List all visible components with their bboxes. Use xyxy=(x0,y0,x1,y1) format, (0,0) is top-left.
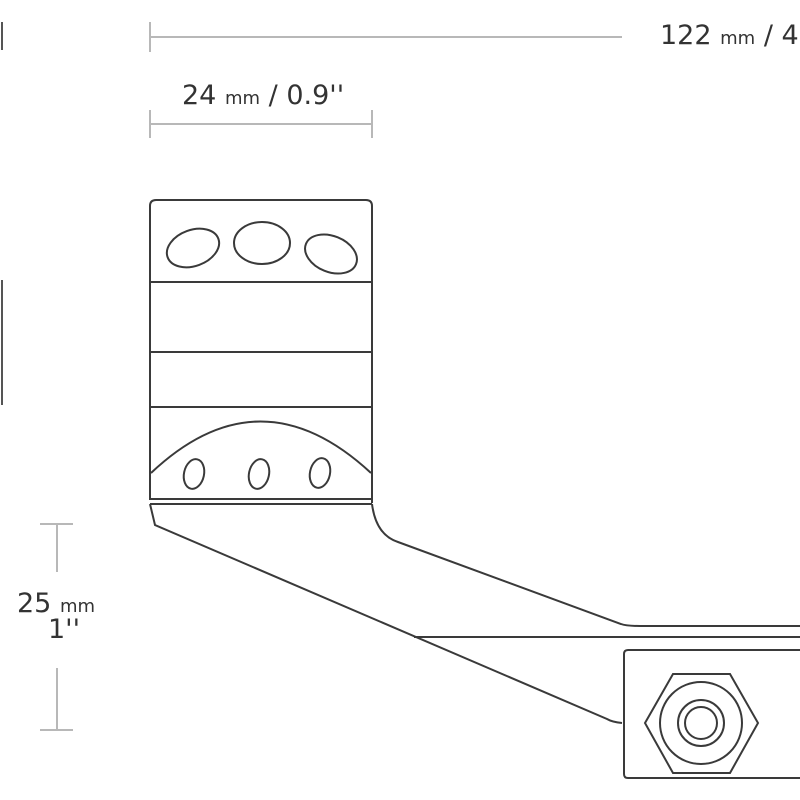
ring-width-dimension-line xyxy=(149,110,373,138)
height-label-metric: 25 mm xyxy=(17,588,96,619)
ring-width-label: 24 mm / 0.9'' xyxy=(182,80,345,111)
overall-length-label: 122 mm / 4 xyxy=(660,20,799,51)
nut-washer-circle xyxy=(659,681,743,765)
nut-bolt-inner-circle xyxy=(684,706,718,740)
scope-ring-body xyxy=(149,199,373,503)
ring-screw-hole-icon xyxy=(304,233,358,275)
clamp-base-box xyxy=(623,649,800,779)
overall-length-dimension-line xyxy=(149,22,622,52)
ring-screw-hole-icon xyxy=(165,227,221,269)
ring-lower-arc xyxy=(150,420,372,474)
hex-nut-icon xyxy=(643,673,760,774)
lower-screw-hole-icon xyxy=(247,458,271,490)
nut-bolt-circle xyxy=(677,699,725,747)
lower-screw-hole-icon xyxy=(308,457,332,489)
height-dimension-line xyxy=(40,523,73,731)
mount-arm-upper-edge xyxy=(371,503,800,627)
lower-screw-hole-icon xyxy=(182,458,206,490)
height-label-imperial: 1'' xyxy=(48,614,81,645)
ring-screw-hole-icon xyxy=(233,221,291,265)
mount-arm-lower-edge xyxy=(149,503,623,724)
